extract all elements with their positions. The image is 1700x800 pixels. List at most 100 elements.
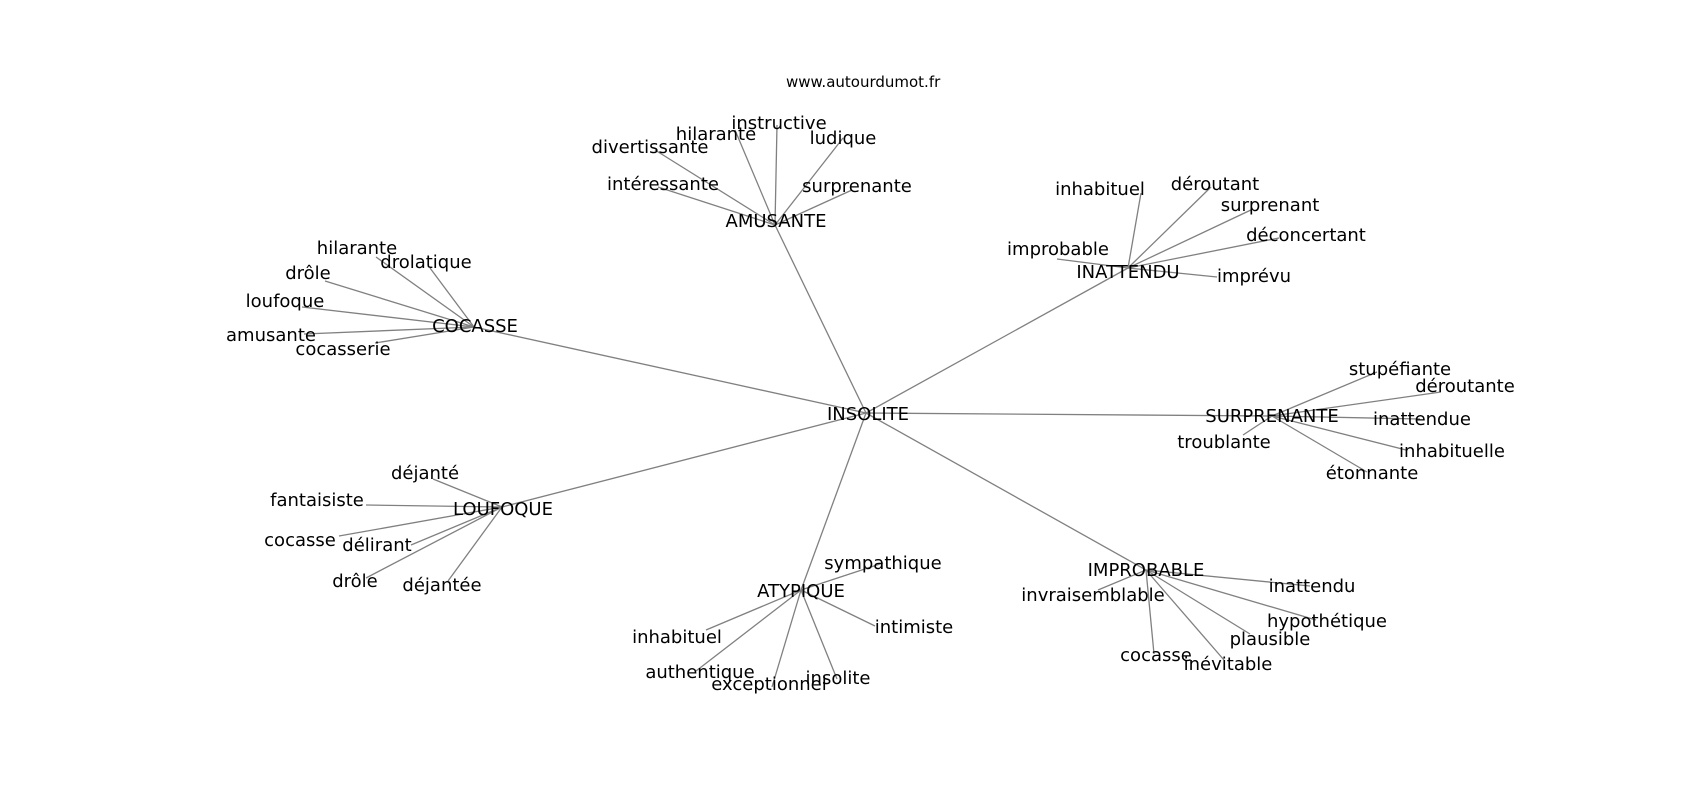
hub-node-loufoque: LOUFOQUE xyxy=(453,499,553,520)
word-node: drôle xyxy=(332,571,378,592)
edge-loufoque-3 xyxy=(410,506,503,546)
word-node: étonnante xyxy=(1326,463,1419,484)
edge-surprenante-3 xyxy=(1242,415,1273,436)
edge-amusante-3 xyxy=(774,137,844,226)
word-node: hilarante xyxy=(317,238,397,259)
edge-center-atypique xyxy=(800,412,867,591)
edge-amusante-5 xyxy=(774,189,853,226)
word-node: inhabituel xyxy=(1055,179,1145,200)
word-node: divertissante xyxy=(592,137,709,158)
word-node: délirant xyxy=(342,535,411,556)
word-node: drolatique xyxy=(380,252,471,273)
word-node: déjanté xyxy=(391,463,459,484)
edge-surprenante-4 xyxy=(1271,415,1407,451)
hub-node-cocasse: COCASSE xyxy=(432,316,518,337)
word-node: déconcertant xyxy=(1246,225,1366,246)
graph-edges xyxy=(301,124,1442,688)
word-node: plausible xyxy=(1230,629,1311,650)
word-node: hilarante xyxy=(676,124,756,145)
edge-inattendu-1 xyxy=(1127,186,1212,269)
edge-atypique-0 xyxy=(800,562,884,591)
word-node: cocasserie xyxy=(295,339,390,360)
hub-node-inattendu: INATTENDU xyxy=(1076,262,1179,283)
word-node: ludique xyxy=(810,128,877,149)
edge-amusante-1 xyxy=(734,129,776,226)
edge-center-surprenante xyxy=(865,412,1273,417)
edge-cocasse-0 xyxy=(375,256,475,328)
edge-atypique-4 xyxy=(771,589,802,688)
word-node: amusante xyxy=(226,325,316,346)
word-node: stupéfiante xyxy=(1349,359,1451,380)
center-node: INSOLITE xyxy=(827,404,909,425)
edge-improbable-3 xyxy=(1145,569,1251,635)
edge-center-loufoque xyxy=(501,412,867,508)
word-node: fantaisiste xyxy=(270,490,364,511)
edge-improbable-4 xyxy=(1145,569,1155,655)
edge-inattendu-4 xyxy=(1056,258,1129,269)
edge-inattendu-2 xyxy=(1127,208,1254,269)
hub-node-atypique: ATYPIQUE xyxy=(757,581,845,602)
edge-atypique-1 xyxy=(705,589,802,631)
word-node: déroutant xyxy=(1171,174,1259,195)
word-node: surprenant xyxy=(1221,195,1320,216)
edge-amusante-2 xyxy=(774,124,778,226)
hub-node-improbable: IMPROBABLE xyxy=(1088,560,1205,581)
edge-cocasse-5 xyxy=(374,326,475,344)
word-node: intéressante xyxy=(607,174,719,195)
edge-loufoque-1 xyxy=(365,504,503,508)
word-node: authentique xyxy=(645,662,754,683)
edge-surprenante-2 xyxy=(1271,415,1421,420)
word-node: cocasse xyxy=(1120,645,1192,666)
hub-node-amusante: AMUSANTE xyxy=(726,211,827,232)
edge-inattendu-0 xyxy=(1127,192,1142,269)
word-node: cocasse xyxy=(264,530,336,551)
word-node: inattendue xyxy=(1373,409,1471,430)
edge-atypique-3 xyxy=(695,589,802,672)
word-node: hypothétique xyxy=(1267,611,1387,632)
edge-loufoque-4 xyxy=(365,506,503,579)
edge-loufoque-2 xyxy=(338,506,503,537)
edge-cocasse-1 xyxy=(429,267,475,328)
edge-improbable-0 xyxy=(1097,569,1147,591)
site-watermark: www.autourdumot.fr xyxy=(786,73,941,91)
word-node: loufoque xyxy=(246,291,325,312)
edge-improbable-1 xyxy=(1145,569,1311,587)
edge-surprenante-5 xyxy=(1271,415,1368,473)
word-node: imprévu xyxy=(1217,266,1291,287)
edge-amusante-4 xyxy=(657,186,776,226)
edge-loufoque-0 xyxy=(432,478,503,508)
hub-node-surprenante: SURPRENANTE xyxy=(1205,406,1338,427)
edge-cocasse-4 xyxy=(303,326,475,335)
edge-center-cocasse xyxy=(473,326,867,414)
edge-improbable-5 xyxy=(1145,569,1225,661)
word-node: inhabituel xyxy=(632,627,722,648)
edge-cocasse-3 xyxy=(301,306,475,328)
word-node: improbable xyxy=(1007,239,1109,260)
word-node: inattendu xyxy=(1269,576,1356,597)
edge-improbable-2 xyxy=(1145,569,1317,621)
word-node: surprenante xyxy=(802,176,912,197)
word-node: déjantée xyxy=(402,575,481,596)
edge-cocasse-2 xyxy=(324,280,475,328)
edge-inattendu-5 xyxy=(1127,267,1218,278)
word-node: inhabituelle xyxy=(1399,441,1505,462)
word-node: drôle xyxy=(285,263,331,284)
word-node: insolite xyxy=(806,668,871,689)
edge-amusante-0 xyxy=(654,149,776,226)
edge-atypique-2 xyxy=(800,589,876,627)
edge-inattendu-3 xyxy=(1127,237,1280,269)
word-node: déroutante xyxy=(1415,376,1515,397)
edge-center-amusante xyxy=(774,224,867,414)
edge-center-inattendu xyxy=(865,267,1129,414)
word-node: troublante xyxy=(1177,432,1270,453)
edge-surprenante-0 xyxy=(1271,371,1378,417)
word-node: invraisemblable xyxy=(1021,585,1164,606)
edge-loufoque-5 xyxy=(447,506,503,582)
edge-atypique-5 xyxy=(800,589,838,680)
word-node: exceptionnel xyxy=(711,674,826,695)
edge-surprenante-1 xyxy=(1271,391,1442,417)
word-node: instructive xyxy=(731,113,826,134)
graph-labels: INSOLITEAMUSANTEdivertissantehilarantein… xyxy=(226,113,1515,695)
edge-center-improbable xyxy=(865,412,1147,571)
